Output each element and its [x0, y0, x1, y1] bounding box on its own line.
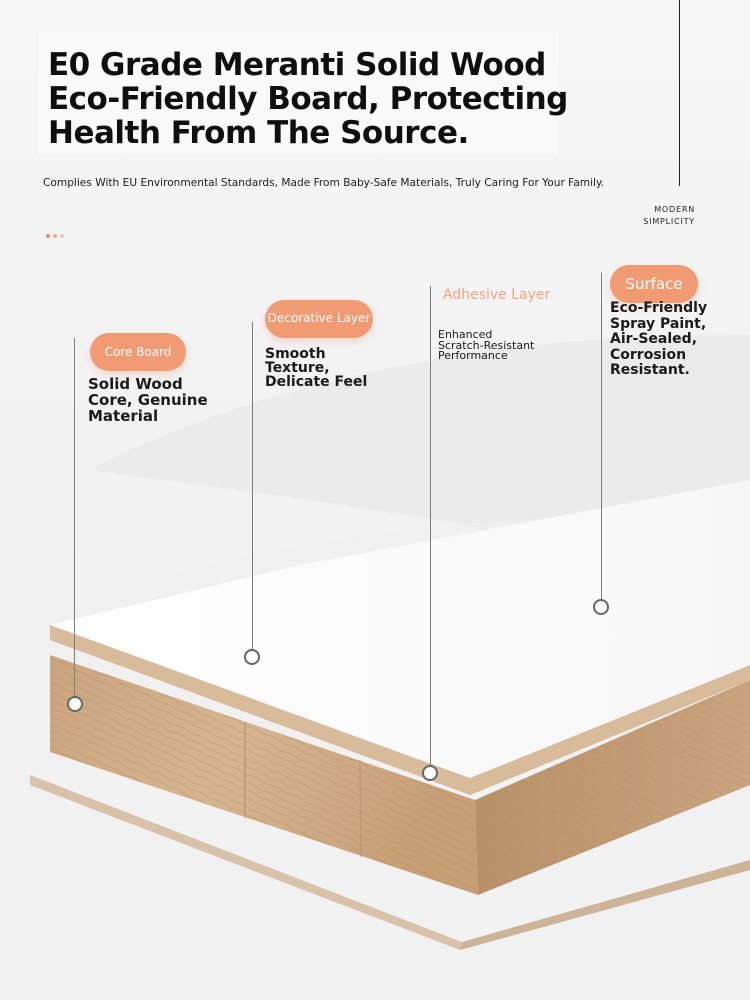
callout-node-surface	[593, 599, 609, 615]
surface-tag: Surface	[610, 265, 698, 303]
core-board-tag: Core Board	[90, 333, 186, 371]
decorative-dots-icon	[46, 223, 67, 242]
core-board-description: Solid Wood Core, Genuine Material	[88, 375, 208, 425]
title-backdrop	[38, 32, 558, 154]
subtitle: Complies With EU Environmental Standards…	[43, 177, 605, 189]
decorative-layer-description: Smooth Texture, Delicate Feel	[265, 346, 368, 390]
callout-node-adhesive	[422, 765, 438, 781]
top-divider-line	[679, 0, 680, 186]
top-laminate	[50, 480, 750, 778]
surface-description: Eco-Friendly Spray Paint, Air-Sealed, Co…	[610, 300, 708, 378]
page-title: E0 Grade Meranti Solid Wood Eco-Friendly…	[48, 47, 568, 151]
adhesive-layer-description: Enhanced Scratch-Resistant Performance	[438, 328, 535, 362]
brand-mark: MODERN SIMPLICITY	[643, 205, 695, 226]
callout-node-decorative	[244, 649, 260, 665]
callout-line-decorative	[252, 322, 253, 652]
callout-line-core	[74, 338, 75, 698]
adhesive-layer-tag: Adhesive Layer	[443, 287, 551, 303]
callout-line-surface	[601, 273, 602, 601]
decorative-layer-tag: Decorative Layer	[265, 300, 373, 338]
callout-line-adhesive	[430, 286, 431, 766]
callout-node-core	[67, 696, 83, 712]
